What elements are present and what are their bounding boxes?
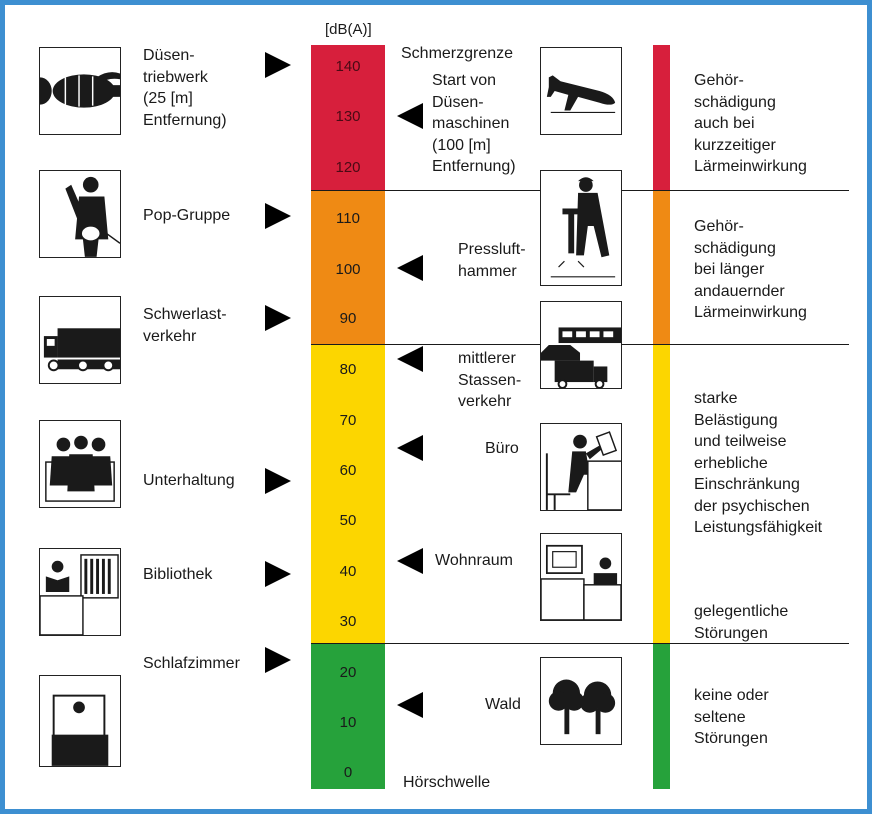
effect-label: starke Belästigung und teilweise erhebli… — [694, 390, 823, 536]
right-pointer — [397, 103, 423, 129]
band-red — [311, 45, 385, 191]
effect-label: Gehör- schädigung bei länger andauernder… — [694, 218, 807, 321]
right-pointer — [397, 548, 423, 574]
jackhammer-icon — [540, 170, 622, 286]
right-pointer — [397, 255, 423, 281]
airplane-icon — [540, 47, 622, 135]
right-label: Wohnraum — [435, 552, 513, 569]
tick-label: 20 — [339, 664, 357, 681]
band-orange — [311, 191, 385, 345]
pain-threshold-label: Schmerzgrenze — [401, 45, 514, 62]
right-pointer — [397, 346, 423, 372]
bed-icon — [39, 675, 121, 767]
right-pointer — [397, 435, 423, 461]
effect-bar-red — [653, 45, 670, 191]
left-label: Pop-Gruppe — [143, 207, 231, 224]
tick-label: 130 — [335, 108, 361, 125]
left-pointer — [265, 305, 291, 331]
tick-label: 70 — [339, 412, 357, 429]
left-label: Unterhaltung — [143, 472, 235, 489]
tick-label: 80 — [339, 361, 357, 378]
left-pointer — [265, 203, 291, 229]
right-label: Start von Düsen- maschinen (100 [m] Entf… — [432, 72, 516, 175]
tick-label: 10 — [339, 714, 357, 731]
tick-label: 90 — [339, 310, 357, 327]
tick-label: 140 — [335, 58, 361, 75]
band-yellow — [311, 345, 385, 644]
effect-bar-orange — [653, 191, 670, 345]
office-worker-icon — [540, 423, 622, 511]
left-label: Düsen- triebwerk (25 [m] Entfernung) — [143, 47, 227, 129]
left-pointer — [265, 647, 291, 673]
trees-icon — [540, 657, 622, 745]
left-label: Bibliothek — [143, 566, 213, 583]
tick-label: 60 — [339, 462, 357, 479]
band-green — [311, 644, 385, 789]
effect-label: Gehör- schädigung auch bei kurzzeitiger … — [694, 72, 807, 175]
effect-bar-yellow — [653, 345, 670, 644]
tick-label: 110 — [336, 210, 360, 227]
tick-label: 50 — [339, 512, 357, 529]
tick-label: 0 — [343, 764, 353, 781]
people-conversation-icon — [39, 420, 121, 508]
tick-label: 100 — [335, 261, 361, 278]
left-pointer — [265, 468, 291, 494]
right-label: Wald — [485, 696, 521, 713]
guitarist-icon — [39, 170, 121, 258]
right-label: Büro — [485, 440, 519, 457]
left-label: Schlafzimmer — [143, 655, 240, 672]
tick-label: 30 — [339, 613, 357, 630]
effect-label: keine oder seltene Störungen — [694, 687, 769, 747]
living-room-icon — [540, 533, 622, 621]
jet-engine-icon — [39, 47, 121, 135]
effect-bar-green — [653, 644, 670, 789]
right-pointer — [397, 692, 423, 718]
right-label: mittlerer Stassen- verkehr — [458, 350, 522, 410]
tick-label: 120 — [335, 159, 361, 176]
road-traffic-icon — [540, 301, 622, 389]
effect-label: gelegentliche Störungen — [694, 603, 789, 642]
reader-library-icon — [39, 548, 121, 636]
tick-label: 40 — [339, 563, 357, 580]
truck-icon — [39, 296, 121, 384]
left-pointer — [265, 52, 291, 78]
right-label: Pressluft- hammer — [458, 241, 526, 280]
hearing-threshold-label: Hörschwelle — [403, 774, 491, 791]
left-label: Schwerlast- verkehr — [143, 306, 227, 345]
divider-28 — [311, 643, 849, 644]
unit-label: [dB(A)] — [325, 21, 372, 38]
left-pointer — [265, 561, 291, 587]
